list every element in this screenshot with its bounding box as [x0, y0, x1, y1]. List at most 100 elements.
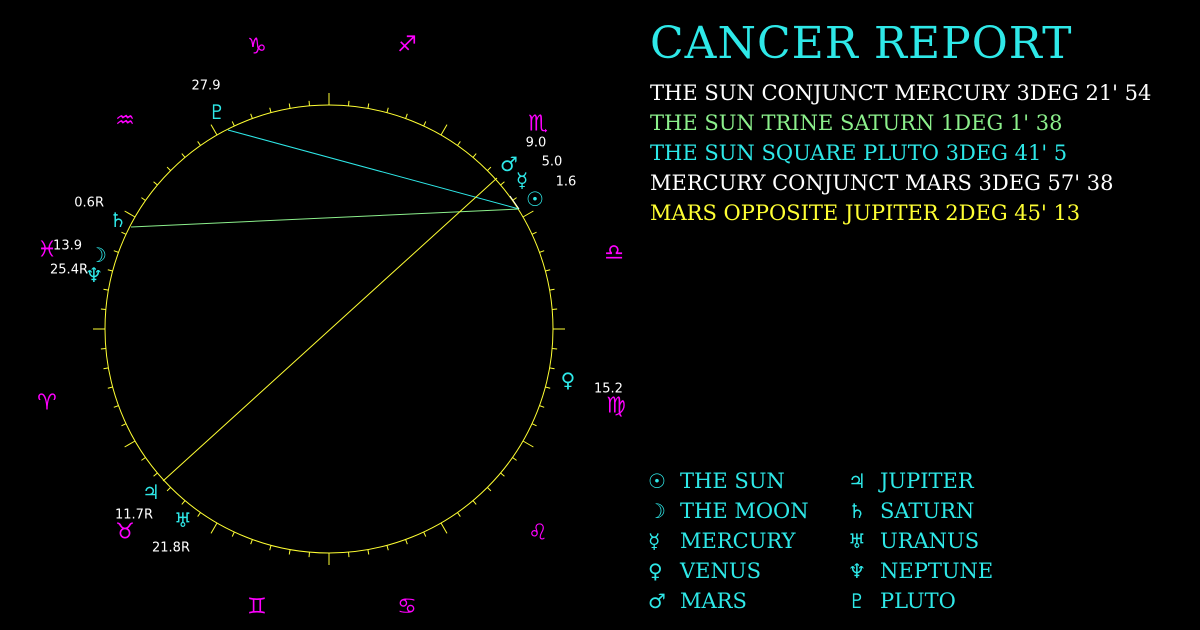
degree-tick — [107, 269, 113, 272]
degree-tick — [500, 472, 505, 477]
degree-tick — [367, 103, 370, 109]
degree-tick — [487, 166, 492, 171]
degree-tick — [457, 141, 461, 146]
mars-planet-icon: ♂ — [500, 152, 518, 176]
degree-tick — [440, 522, 448, 534]
degree-tick — [121, 423, 127, 427]
mars-degree-label: 9.0 — [526, 136, 547, 151]
scorpio-sign-icon: ♏ — [528, 112, 548, 137]
degree-tick — [545, 269, 551, 272]
degree-tick — [500, 181, 505, 186]
legend-item-saturn: ♄ SATURN — [848, 496, 1028, 526]
legend-label: SATURN — [880, 499, 975, 523]
degree-tick — [231, 531, 235, 537]
legend-label: THE MOON — [680, 499, 809, 523]
degree-tick — [531, 231, 537, 235]
aquarius-sign-icon: ♒ — [115, 109, 135, 134]
uranus-icon: ♅ — [848, 529, 866, 553]
aspect-list: THE SUN CONJUNCT MERCURY 3DEG 21' 54 THE… — [650, 78, 1151, 228]
legend-item-uranus: ♅ URANUS — [848, 526, 1028, 556]
zodiac-ring — [104, 104, 554, 554]
degree-tick — [250, 539, 253, 545]
degree-tick — [545, 386, 551, 389]
planet-glyphs: ♇27.9♂9.0☿5.0☉1.6♄0.6R☽13.9♆25.4R♀15.2♃1… — [50, 79, 623, 556]
uranus-planet-icon: ♅ — [174, 508, 192, 532]
venus-icon: ♀ — [648, 559, 663, 583]
sun-degree-label: 1.6 — [556, 175, 577, 190]
degree-tick — [210, 124, 218, 136]
zodiac-signs: ♑♐♏♎♍♌♋♊♉♈♓♒ — [37, 33, 626, 620]
aspect-sun-trine-saturn: THE SUN TRINE SATURN 1DEG 1' 38 — [650, 111, 1063, 135]
degree-tick — [549, 288, 555, 291]
degree-tick — [531, 423, 537, 427]
pluto-icon: ♇ — [848, 589, 866, 613]
degree-tick — [166, 487, 171, 492]
degree-tick — [181, 153, 186, 158]
venus-degree-label: 15.2 — [594, 382, 623, 397]
legend-label: PLUTO — [880, 589, 956, 613]
degree-tick — [487, 487, 492, 492]
degree-tick — [457, 512, 461, 517]
degree-tick — [386, 107, 389, 113]
degree-tick — [472, 500, 477, 505]
degree-tick — [512, 457, 517, 461]
uranus-degree-label: 21.8R — [152, 541, 190, 556]
sagittarius-sign-icon: ♐ — [397, 33, 417, 58]
legend-label: MERCURY — [680, 529, 796, 553]
degree-tick — [141, 197, 146, 201]
moon-icon: ☽ — [648, 499, 666, 523]
venus-planet-icon: ♀ — [561, 368, 576, 392]
aries-sign-icon: ♈ — [37, 391, 57, 416]
degree-tick — [197, 141, 201, 146]
degree-tick — [141, 457, 146, 461]
aspect-line-mars-jupiter — [162, 177, 498, 482]
degree-tick — [386, 545, 389, 551]
saturn-icon: ♄ — [848, 499, 866, 523]
saturn-planet-icon: ♄ — [109, 208, 127, 232]
mercury-degree-label: 5.0 — [542, 155, 563, 170]
degree-ticks — [93, 93, 565, 565]
degree-tick — [423, 531, 427, 537]
jupiter-planet-icon: ♃ — [142, 480, 160, 504]
aspect-line-sun-saturn — [130, 208, 520, 228]
libra-sign-icon: ♎ — [604, 241, 624, 266]
moon-degree-label: 13.9 — [53, 239, 82, 254]
degree-tick — [269, 107, 272, 113]
aspect-mercury-conjunct-mars: MERCURY CONJUNCT MARS 3DEG 57' 38 — [650, 171, 1114, 195]
legend-item-jupiter: ♃JUPITER — [848, 466, 1028, 496]
legend-item-moon: ☽ THE MOON — [648, 496, 848, 526]
degree-tick — [166, 166, 171, 171]
saturn-degree-label: 0.6R — [74, 196, 104, 211]
report-title: CANCER REPORT — [650, 18, 1073, 69]
gemini-sign-icon: ♊ — [247, 595, 267, 620]
degree-tick — [113, 405, 119, 408]
leo-sign-icon: ♌ — [528, 521, 548, 546]
pisces-sign-icon: ♓ — [37, 238, 57, 263]
degree-tick — [181, 500, 186, 505]
cancer-sign-icon: ♋ — [397, 595, 417, 620]
aspect-mars-opposite-jupiter: MARS OPPOSITE JUPITER 2DEG 45' 13 — [650, 201, 1081, 225]
degree-tick — [288, 549, 291, 555]
legend-item-mercury: ☿MERCURY — [648, 526, 848, 556]
pluto-planet-icon: ♇ — [208, 100, 226, 124]
degree-tick — [103, 288, 109, 291]
degree-tick — [153, 472, 158, 477]
jupiter-degree-label: 11.7R — [115, 508, 153, 523]
legend-item-sun: ☉THE SUN — [648, 466, 848, 496]
degree-tick — [405, 539, 408, 545]
aspect-line-sun-pluto — [227, 129, 520, 210]
virgo-sign-icon: ♍ — [606, 394, 626, 419]
legend-label: THE SUN — [680, 469, 785, 493]
legend-label: URANUS — [880, 529, 980, 553]
legend-item-mars: ♂MARS — [648, 586, 848, 616]
degree-tick — [549, 367, 555, 370]
legend-label: VENUS — [680, 559, 761, 583]
jupiter-icon: ♃ — [848, 469, 866, 493]
neptune-degree-label: 25.4R — [50, 263, 88, 278]
planet-legend: ☉THE SUN ☽ THE MOON ☿MERCURY ♀ VENUS ♂MARS… — [648, 466, 1028, 616]
degree-tick — [124, 210, 136, 218]
legend-label: NEPTUNE — [880, 559, 994, 583]
aspect-sun-square-pluto: THE SUN SQUARE PLUTO 3DEG 41' 5 — [650, 141, 1068, 165]
degree-tick — [472, 153, 477, 158]
pluto-degree-label: 27.9 — [192, 79, 221, 94]
